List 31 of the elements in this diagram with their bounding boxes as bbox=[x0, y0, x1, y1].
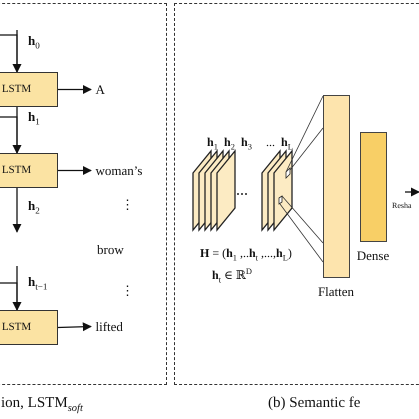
text-label: ⋮ bbox=[121, 198, 134, 211]
lstm-box: LSTM bbox=[0, 310, 58, 344]
edge-label: h$_{t−1}$ bbox=[27, 274, 48, 293]
arrow bbox=[58, 322, 92, 332]
layer-label: Dense bbox=[356, 248, 390, 264]
arrow bbox=[0, 282, 22, 311]
text-label: H = (h$_{1}$ ,..h$_{t}$ ,...,h$_{L}$) bbox=[200, 247, 292, 263]
arrow bbox=[58, 166, 92, 176]
lstm-box: LSTM bbox=[0, 72, 58, 106]
arrow bbox=[58, 84, 92, 94]
layer-label: Flatten bbox=[318, 284, 354, 300]
text-label: h$_{1}$ bbox=[207, 136, 218, 152]
arrow bbox=[0, 116, 22, 154]
text-label: h$_{t}$ ∈ ℝ$^{D}$ bbox=[212, 268, 252, 285]
dashed-panel bbox=[174, 3, 419, 385]
caption: ion, LSTM$_{soft}$ bbox=[1, 396, 83, 414]
arrow bbox=[12, 188, 22, 233]
arrow bbox=[0, 34, 22, 73]
text-label: h$_{3}$ bbox=[241, 136, 252, 152]
text-label: h$_{L}$ bbox=[281, 136, 293, 152]
text-label: ... bbox=[266, 136, 275, 148]
text-label: ⋮ bbox=[121, 284, 134, 297]
output-word: lifted bbox=[96, 318, 136, 334]
output-word: A bbox=[96, 80, 116, 98]
text-label: Resha bbox=[392, 202, 412, 210]
text-label: h$_{2}$ bbox=[224, 136, 235, 152]
text-label: brow bbox=[97, 243, 124, 256]
output-word: woman’s bbox=[96, 162, 156, 178]
edge-label: h$_{0}$ bbox=[27, 33, 41, 52]
caption: (b) Semantic fe bbox=[268, 396, 360, 411]
lstm-box: LSTM bbox=[0, 152, 58, 188]
